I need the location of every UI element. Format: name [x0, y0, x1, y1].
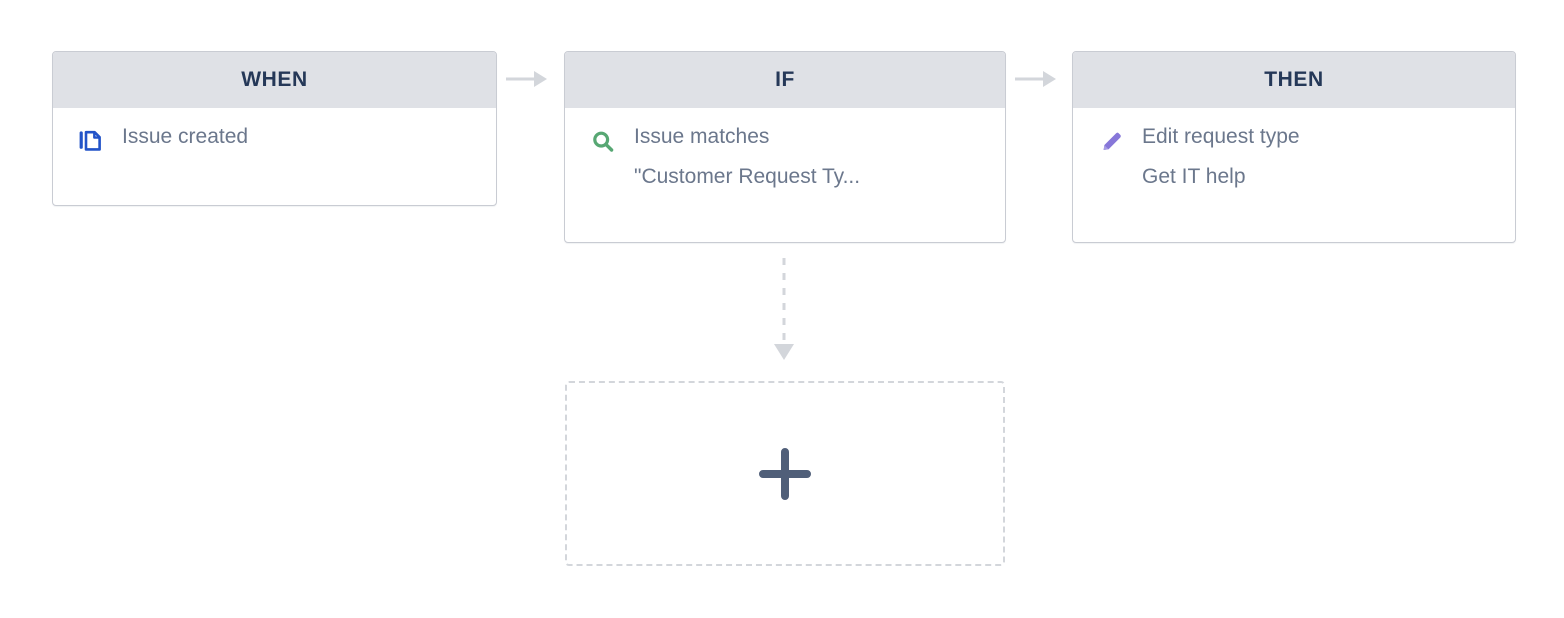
rule-card-then[interactable]: THEN Edit request type Get IT help [1072, 51, 1516, 243]
card-text-when: Issue created [122, 125, 249, 148]
card-header-if: IF [565, 52, 1005, 108]
card-body-when: Issue created [53, 108, 496, 175]
plus-icon [759, 447, 811, 500]
copy-documents-icon [77, 128, 105, 156]
card-header-label-when: WHEN [241, 68, 308, 91]
card-text-if: Issue matches "Customer Request Ty... [634, 125, 861, 188]
card-header-then: THEN [1073, 52, 1515, 108]
card-text-then: Edit request type Get IT help [1142, 125, 1300, 188]
card-body-then: Edit request type Get IT help [1073, 108, 1515, 215]
rule-card-if[interactable]: IF Issue matches "Customer Request Ty... [564, 51, 1006, 243]
magnifying-glass-icon [589, 128, 617, 156]
arrow-right-icon-when-to-if [505, 68, 551, 90]
card-body-if: Issue matches "Customer Request Ty... [565, 108, 1005, 215]
rule-card-when[interactable]: WHEN Issue created [52, 51, 497, 206]
arrow-down-icon-if-to-add [760, 258, 808, 366]
card-header-label-then: THEN [1264, 68, 1324, 91]
card-header-when: WHEN [53, 52, 496, 108]
pencil-edit-icon [1097, 128, 1125, 156]
add-component-button[interactable] [565, 381, 1005, 566]
arrow-right-icon-if-to-then [1014, 68, 1060, 90]
card-header-label-if: IF [775, 68, 795, 91]
